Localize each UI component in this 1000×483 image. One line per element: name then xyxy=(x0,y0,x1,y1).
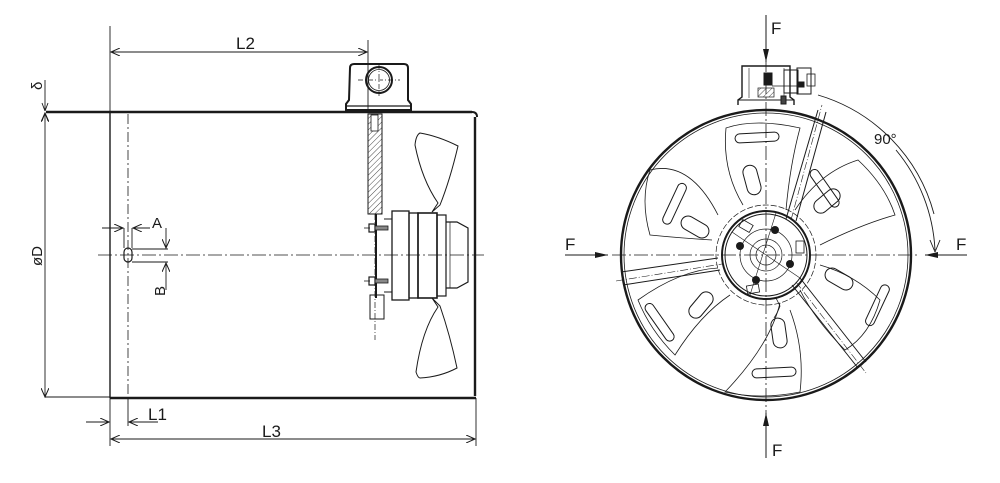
force-label-right: F xyxy=(956,235,966,254)
force-label-bottom: F xyxy=(772,441,782,460)
dim-label-L3: L3 xyxy=(262,422,281,441)
cable xyxy=(773,297,781,319)
dim-label-delta: δ xyxy=(29,82,46,90)
side-view: L2 L3 L1 A B øD δ xyxy=(29,26,484,446)
angle-label: 90° xyxy=(874,131,897,148)
hub-bolts xyxy=(736,226,794,284)
fan-blades-front xyxy=(637,122,896,397)
terminal-box-front xyxy=(737,65,816,105)
terminal-box xyxy=(345,63,412,111)
force-arrows xyxy=(565,15,967,458)
force-label-left: F xyxy=(565,235,575,254)
dim-label-L1: L1 xyxy=(148,405,167,424)
angle-90-indicator xyxy=(817,94,941,253)
dim-label-D: øD xyxy=(29,246,46,266)
fan-blades xyxy=(414,132,459,379)
dim-label-L2: L2 xyxy=(236,34,255,53)
mounting-slot xyxy=(123,247,133,263)
front-view: F F F F 90° xyxy=(565,15,967,460)
front-centerlines xyxy=(612,58,920,418)
support-struts xyxy=(615,104,867,374)
dim-label-B: B xyxy=(152,286,169,296)
blade-slots xyxy=(644,131,890,379)
dimension-labels: L2 L3 L1 A B øD δ xyxy=(29,34,281,441)
dim-label-A: A xyxy=(152,215,162,232)
front-labels: F F F F 90° xyxy=(565,19,966,460)
mounting-bolts xyxy=(364,223,389,320)
dimension-lines xyxy=(42,26,477,446)
force-label-top: F xyxy=(771,19,781,38)
motor xyxy=(384,210,469,301)
